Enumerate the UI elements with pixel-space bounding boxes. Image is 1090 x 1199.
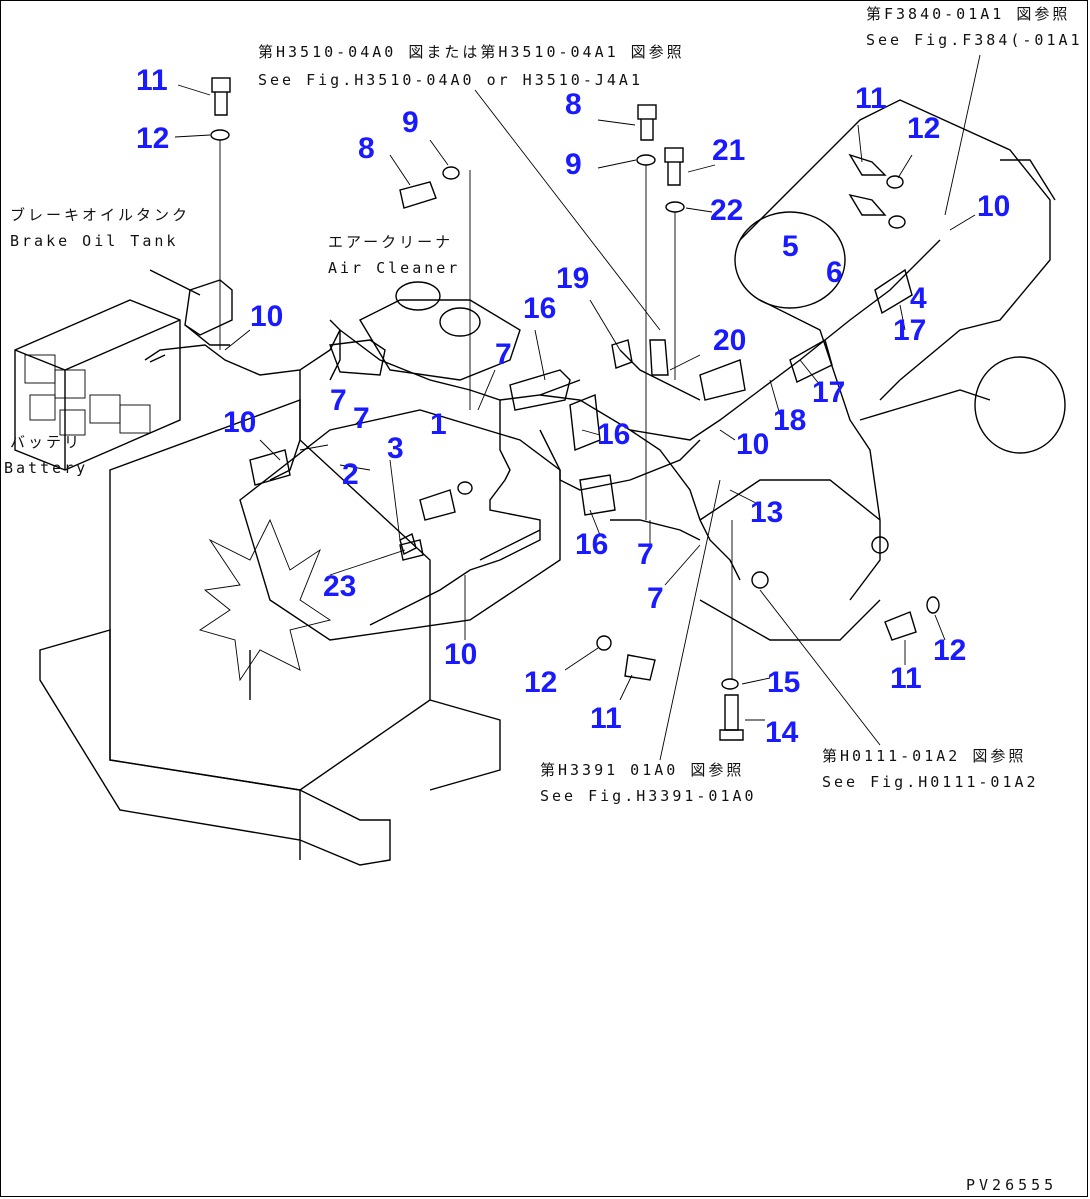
callout-10: 10 [223,406,257,439]
callout-8: 8 [358,132,375,165]
note-ref-h3510-en: See Fig.H3510-04A0 or H3510-J4A1 [258,71,643,89]
callout-12: 12 [136,122,170,155]
note-air-cleaner-jp: エアークリーナ [328,233,454,251]
note-ref-f3840-jp: 第F3840-01A1 図参照 [866,5,1071,23]
note-ref-h0111-en: See Fig.H0111-01A2 [822,773,1039,791]
callout-16: 16 [575,528,609,561]
note-air-cleaner-en: Air Cleaner [328,259,461,277]
callout-7: 7 [330,384,347,417]
callout-21: 21 [712,134,746,167]
callout-10: 10 [736,428,770,461]
callout-7: 7 [495,338,512,371]
transmission-drawing [699,99,1066,641]
callout-16: 16 [597,418,631,451]
callout-11: 11 [136,64,168,97]
chassis-frame-outline [39,398,501,866]
callout-9: 9 [565,148,582,181]
fasteners [210,77,940,741]
callout-12: 12 [524,666,558,699]
note-battery-en: Battery [4,459,89,477]
callout-15: 15 [767,666,801,699]
callout-1: 1 [430,408,447,441]
callout-9: 9 [402,106,419,139]
callout-2: 2 [342,458,359,491]
note-ref-h3391-en: See Fig.H3391-01A0 [540,787,757,805]
callout-10: 10 [977,190,1011,223]
callout-5: 5 [782,230,799,263]
callout-11: 11 [590,702,622,735]
note-brake-oil-tank-en: Brake Oil Tank [10,232,179,250]
callout-12: 12 [907,112,941,145]
callout-13: 13 [750,496,784,529]
note-ref-h3391-jp: 第H3391 01A0 図参照 [540,761,745,779]
battery-drawing [14,299,181,471]
callout-12: 12 [933,634,967,667]
callout-7: 7 [353,402,370,435]
drawing-code: PV26555 [966,1176,1058,1194]
callout-19: 19 [556,262,590,295]
callout-7: 7 [637,538,654,571]
callout-6: 6 [826,256,843,289]
callout-20: 20 [713,324,747,357]
callout-16: 16 [523,292,557,325]
clamps [249,268,913,516]
callout-11: 11 [855,82,887,115]
callout-17: 17 [893,314,927,347]
callout-17: 17 [812,376,846,409]
callout-4: 4 [910,282,927,315]
note-brake-oil-tank-jp: ブレーキオイルタンク [10,206,191,224]
note-ref-h0111-jp: 第H0111-01A2 図参照 [822,747,1027,765]
callout-3: 3 [387,432,404,465]
engine-drawing [198,281,561,700]
callout-10: 10 [444,638,478,671]
callout-7: 7 [647,582,664,615]
callout-8: 8 [565,88,582,121]
callout-18: 18 [773,404,807,437]
sensors [399,339,889,589]
callout-23: 23 [323,570,357,603]
leader-lines [174,54,981,761]
note-ref-f3840-en: See Fig.F384(-01A1 [866,31,1083,49]
callout-11: 11 [890,662,922,695]
callout-22: 22 [710,194,744,227]
note-battery-jp: バッテリ [10,433,83,451]
note-ref-h3510-jp: 第H3510-04A0 図または第H3510-04A1 図参照 [258,43,685,61]
callout-14: 14 [765,716,799,749]
callout-10: 10 [250,300,284,333]
